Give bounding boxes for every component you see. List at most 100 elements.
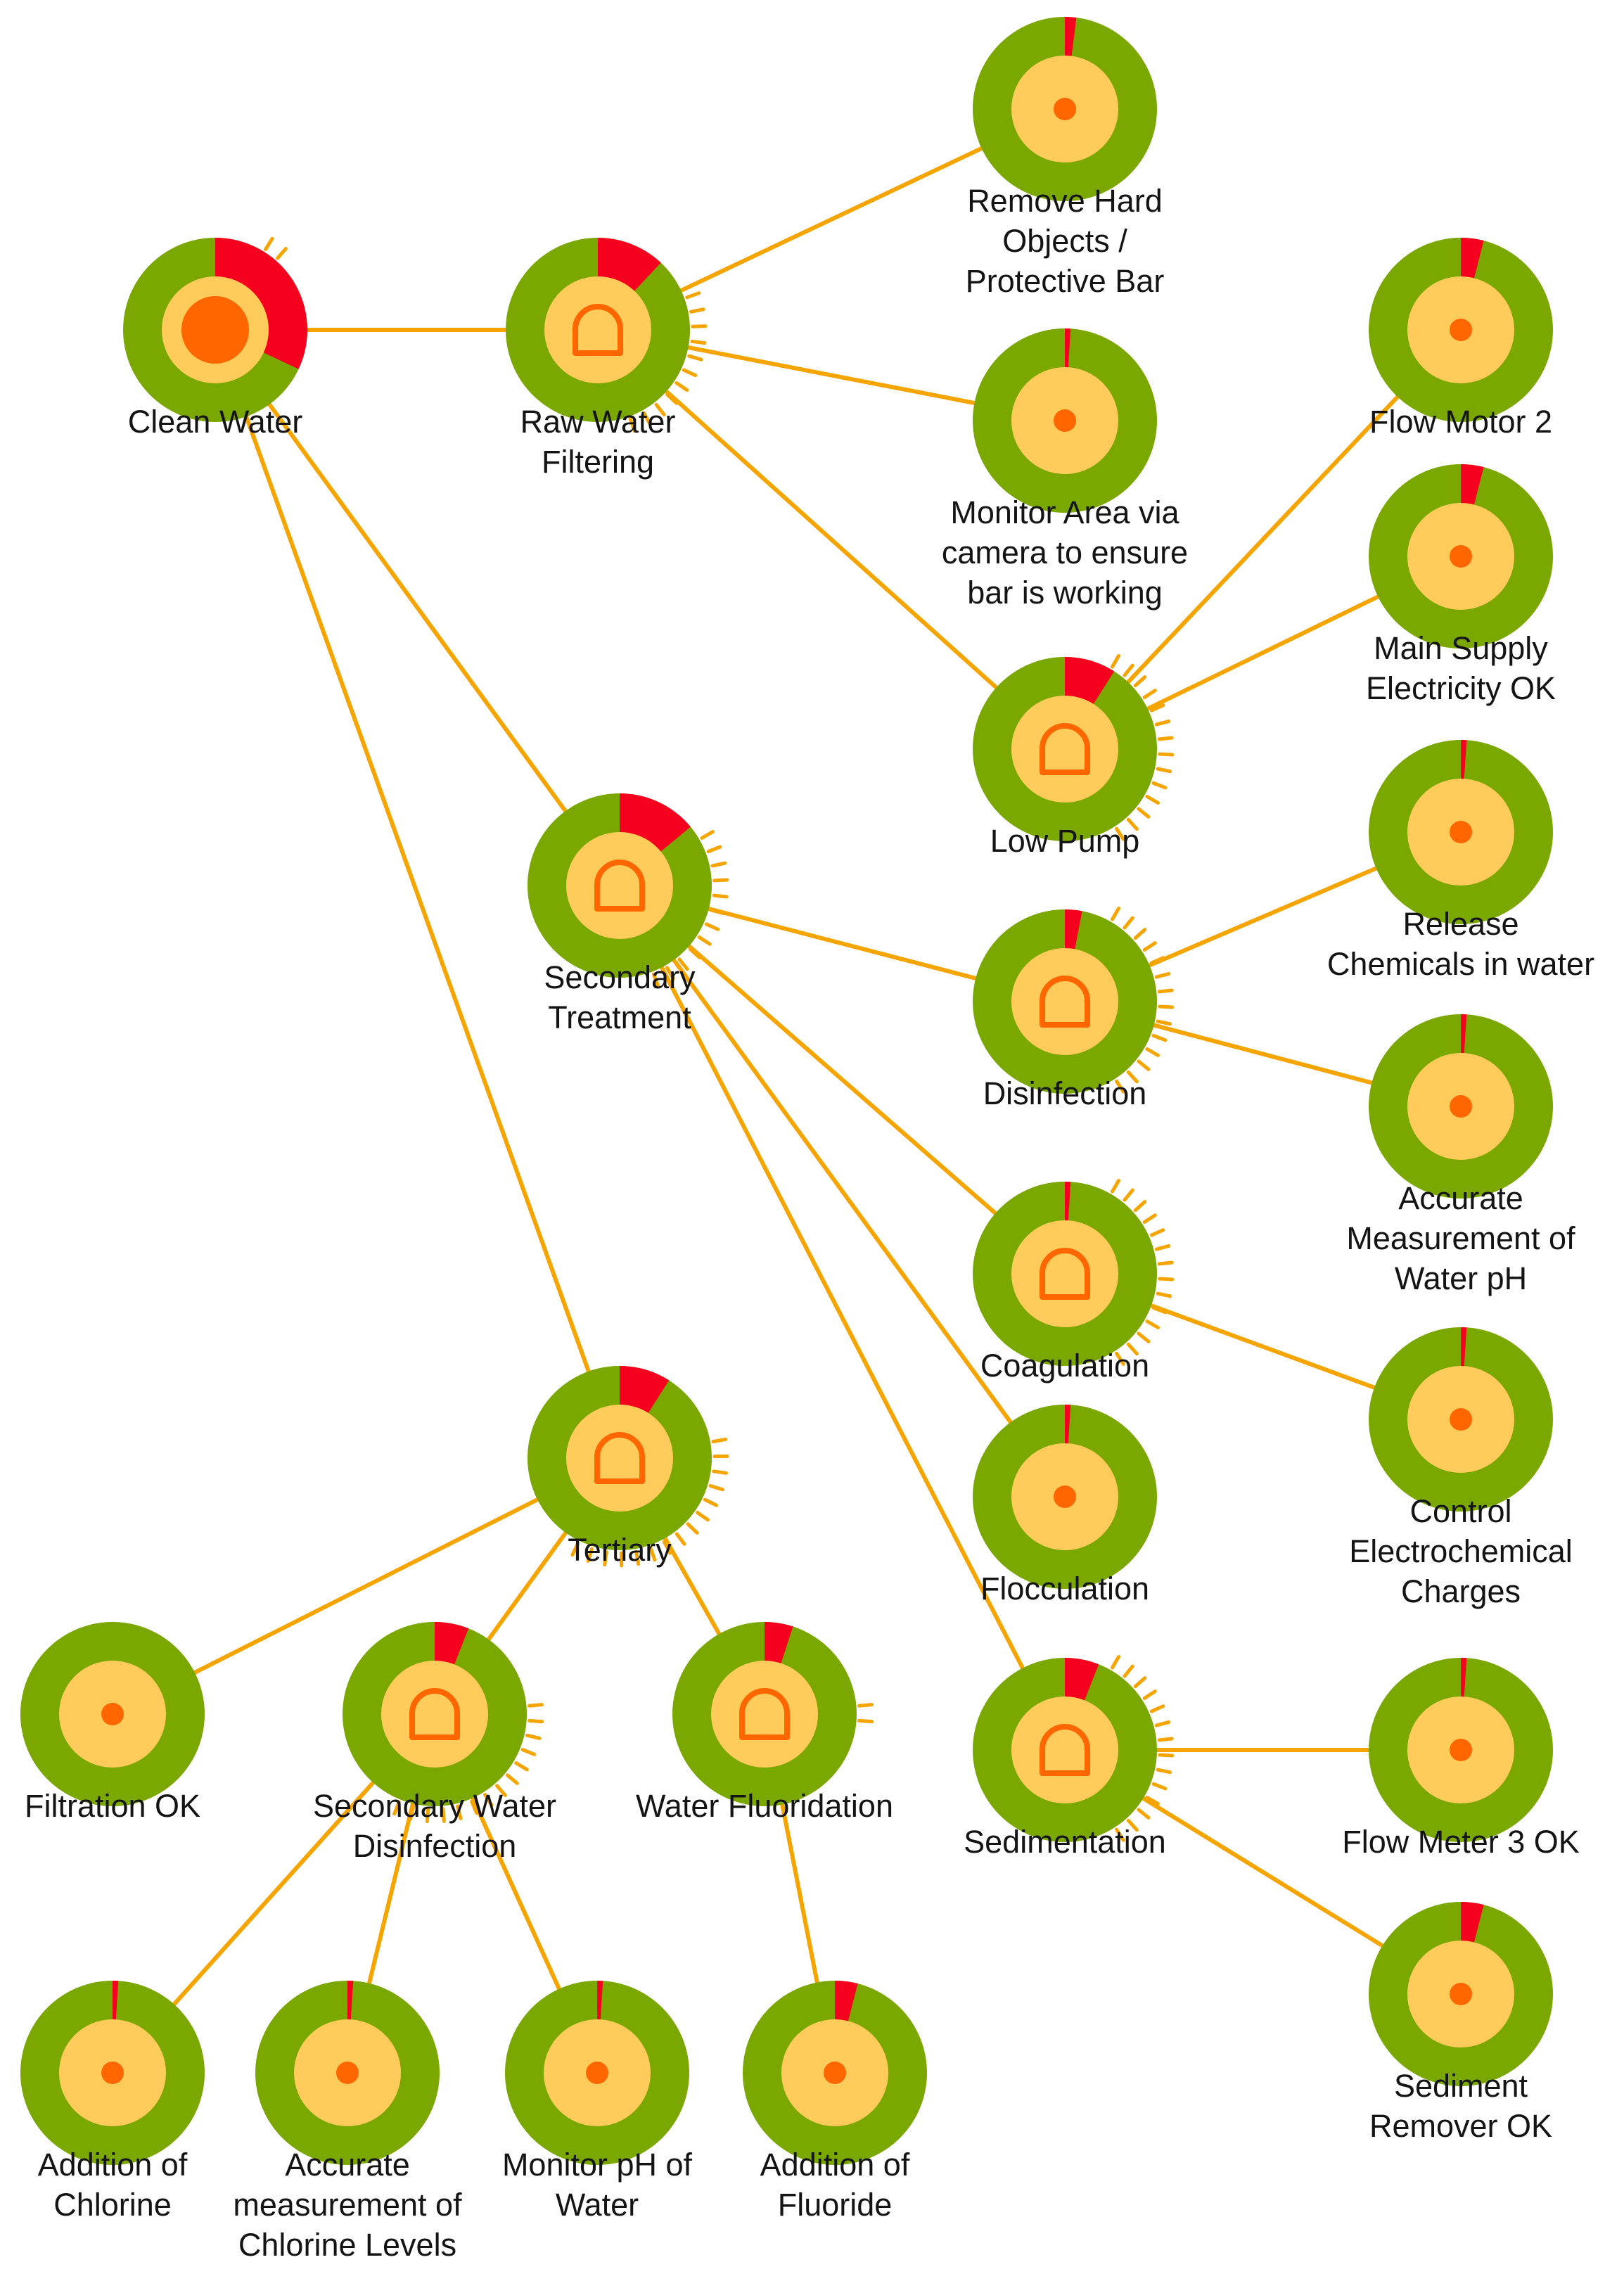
inner-disk [1011, 1220, 1118, 1327]
node-tick [1123, 1188, 1134, 1202]
node-label: Flocculation [980, 1571, 1149, 1606]
node-label-line: Chemicals in water [1327, 946, 1594, 982]
connector-flocculation-to-secondary-treatment [618, 883, 1067, 1499]
node-tick [1133, 1676, 1147, 1689]
node-flocculation[interactable] [973, 1405, 1157, 1589]
node-tick [665, 392, 679, 405]
node-label-line: Chlorine Levels [238, 2227, 456, 2263]
node-main-supply-electricity[interactable] [1369, 464, 1553, 648]
node-monitor-ph-of-water[interactable] [505, 1981, 689, 2165]
node-tick [1145, 1047, 1161, 1057]
node-label: Filtration OK [25, 1788, 200, 1824]
node-secondary-treatment[interactable] [528, 793, 712, 978]
node-filtration-ok[interactable] [20, 1622, 205, 1806]
node-tertiary[interactable] [528, 1366, 712, 1550]
node-addition-of-fluoride[interactable] [743, 1981, 927, 2165]
node-accurate-measurement-chlorine[interactable] [255, 1981, 440, 2165]
node-tick [1123, 916, 1134, 930]
inner-disk [1011, 696, 1118, 803]
node-tick [674, 381, 689, 392]
node-release-chemicals[interactable] [1369, 740, 1553, 924]
node-tick [709, 908, 726, 916]
node-tick [1151, 1782, 1168, 1791]
node-label-line: Filtration OK [25, 1788, 200, 1824]
node-tick [520, 1748, 537, 1756]
inner-disk [381, 1661, 488, 1768]
node-tick [483, 1792, 494, 1808]
node-label-line: Electricity OK [1366, 670, 1556, 706]
node-tick [1126, 1070, 1139, 1084]
node-tick [276, 247, 288, 260]
node-label-line: Secondary [544, 959, 696, 995]
node-tick [704, 922, 720, 931]
node-tick [1151, 781, 1168, 790]
node-tick [1157, 736, 1174, 741]
node-label-line: Electrochemical [1349, 1533, 1573, 1569]
node-raw-water-filtering[interactable] [506, 238, 690, 422]
node-tick [1154, 971, 1171, 979]
node-tick [712, 878, 729, 883]
node-tick [1145, 795, 1161, 805]
node-tick [1151, 1033, 1168, 1042]
connector-sedimentation-to-secondary-treatment [618, 883, 1067, 1752]
node-label-line: Sediment [1394, 2068, 1528, 2104]
node-tick [1137, 1331, 1151, 1343]
node-tick [641, 411, 652, 426]
node-tick [1145, 1320, 1161, 1329]
node-tick [1142, 941, 1157, 952]
node-tick [1123, 1664, 1134, 1678]
node-label-line: Water pH [1395, 1260, 1527, 1296]
node-label-line: Monitor Area via [950, 494, 1179, 530]
connector-low-pump-to-raw-water-filtering [596, 328, 1067, 751]
node-tick [1157, 988, 1174, 994]
node-flow-meter-3[interactable] [1369, 1658, 1553, 1842]
node-secondary-water-disinfection[interactable] [343, 1622, 527, 1806]
node-tick [674, 1532, 686, 1546]
node-tick [710, 861, 727, 868]
node-water-fluoridation[interactable] [672, 1622, 857, 1806]
node-label: Flow Meter 3 OK [1342, 1824, 1580, 1860]
node-flow-motor-2[interactable] [1369, 238, 1553, 422]
node-label: Water Fluoridation [636, 1788, 893, 1824]
node-clean-water[interactable] [123, 238, 307, 422]
node-tick [1156, 1291, 1172, 1298]
node-tick [1149, 1704, 1165, 1713]
node-remove-hard-objects[interactable] [973, 17, 1157, 201]
node-label-line: Accurate [285, 2147, 410, 2183]
node-label: Tertiary [568, 1532, 672, 1568]
node-tick [1111, 1654, 1120, 1670]
node-tick [712, 893, 729, 899]
node-tick [495, 1784, 507, 1797]
node-monitor-area-camera[interactable] [973, 328, 1157, 513]
node-tick [648, 1546, 657, 1562]
node-label-line: Addition of [760, 2147, 910, 2183]
inner-disk [566, 832, 673, 939]
node-control-electrochemical[interactable] [1369, 1327, 1553, 1512]
node-addition-of-chlorine[interactable] [20, 1981, 205, 2165]
node-coagulation[interactable] [973, 1182, 1157, 1366]
node-tick [700, 830, 715, 840]
status-dot-icon [1450, 1983, 1472, 2005]
node-tick [1115, 1351, 1125, 1366]
node-sedimentation[interactable] [973, 1658, 1157, 1842]
node-accurate-measurement-ph[interactable] [1369, 1014, 1553, 1199]
node-tick [1137, 1059, 1151, 1071]
node-tick [1149, 1228, 1165, 1237]
node-tick [1151, 1305, 1168, 1315]
node-low-pump[interactable] [973, 657, 1157, 841]
status-dot-icon [101, 2062, 124, 2084]
node-sediment-remover[interactable] [1369, 1902, 1553, 2086]
node-tick [1142, 1689, 1157, 1700]
node-disinfection[interactable] [973, 909, 1157, 1094]
node-tick [425, 1807, 430, 1824]
node-tick [586, 1547, 594, 1563]
node-label-line: Fluoride [778, 2187, 893, 2223]
node-label: Low Pump [990, 823, 1140, 859]
node-tick [708, 1483, 724, 1492]
node-tick [1156, 1768, 1172, 1775]
